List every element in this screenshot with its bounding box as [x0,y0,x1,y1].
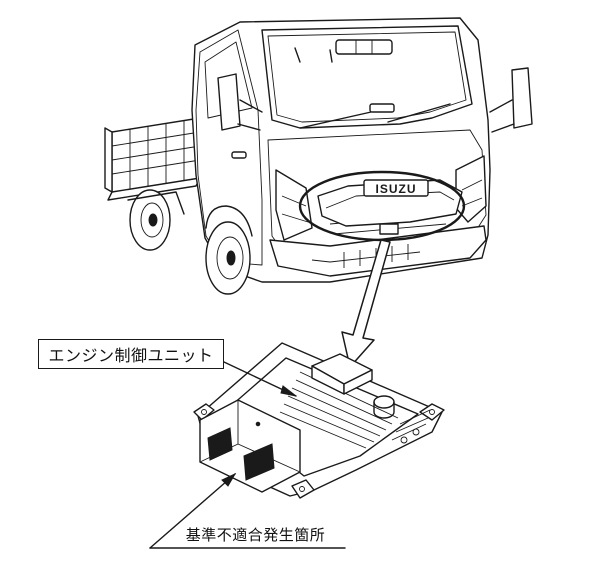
front-wheel [205,205,253,295]
ecu-label: エンジン制御ユニット [48,346,214,365]
truck-illustration: ISUZU [104,17,533,295]
isuzu-logo: ISUZU [376,182,417,196]
front-grille: ISUZU [317,179,463,227]
rear-wheel [127,189,185,251]
engine-control-unit [193,342,445,499]
defect-location-label-container: 基準不適合発生箇所 [168,523,343,545]
ecu-leader-line [223,361,297,397]
defect-leader-line [149,472,346,549]
cargo-bed [104,117,201,201]
defect-location-label: 基準不適合発生箇所 [185,525,326,544]
pointer-arrow [341,239,391,368]
ecu-callout-box: エンジン制御ユニット [38,339,224,369]
